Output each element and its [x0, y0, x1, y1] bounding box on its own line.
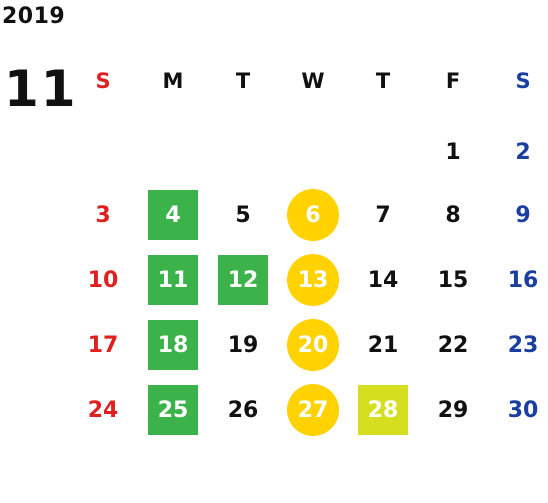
yellow-circle-marker: [287, 319, 339, 371]
day-cell-23[interactable]: 23: [496, 320, 548, 370]
weekday-header-sun: S: [95, 69, 111, 93]
day-number: 4: [165, 202, 181, 228]
day-cell-24[interactable]: 24: [76, 385, 130, 435]
day-number: 3: [95, 202, 111, 228]
day-cell-5[interactable]: 5: [216, 190, 270, 240]
day-number: 18: [157, 332, 189, 358]
day-number: 24: [87, 397, 119, 423]
green-square-marker: [148, 320, 198, 370]
day-cell-2[interactable]: 2: [496, 127, 548, 177]
day-cell-25[interactable]: 25: [146, 385, 200, 435]
day-cell-10[interactable]: 10: [76, 255, 130, 305]
day-cell-21[interactable]: 21: [356, 320, 410, 370]
day-cell-15[interactable]: 15: [426, 255, 480, 305]
weekday-header-thu: T: [375, 69, 391, 93]
weekday-header-tue: T: [235, 69, 251, 93]
day-number: 29: [437, 397, 469, 423]
day-number: 8: [445, 202, 461, 228]
day-cell-20[interactable]: 20: [286, 319, 340, 371]
day-number: 12: [227, 267, 259, 293]
day-number: 6: [305, 202, 321, 228]
day-cell-6[interactable]: 6: [286, 189, 340, 241]
day-cell-18[interactable]: 18: [146, 320, 200, 370]
day-cell-16[interactable]: 16: [496, 255, 548, 305]
day-cell-8[interactable]: 8: [426, 190, 480, 240]
green-square-marker: [218, 255, 268, 305]
day-number: 7: [375, 202, 391, 228]
day-number: 9: [515, 202, 531, 228]
month-label: 11: [4, 60, 78, 118]
day-cell-27[interactable]: 27: [286, 384, 340, 436]
day-number: 21: [367, 332, 399, 358]
day-cell-30[interactable]: 30: [496, 385, 548, 435]
day-cell-28[interactable]: 28: [356, 385, 410, 435]
day-number: 1: [445, 139, 461, 165]
year-label: 2019: [2, 4, 66, 29]
day-number: 2: [515, 139, 531, 165]
day-number: 28: [367, 397, 399, 423]
day-number: 14: [367, 267, 399, 293]
day-cell-3[interactable]: 3: [76, 190, 130, 240]
day-number: 30: [507, 397, 539, 423]
day-cell-29[interactable]: 29: [426, 385, 480, 435]
green-square-marker: [148, 190, 198, 240]
green-square-marker: [148, 385, 198, 435]
day-number: 22: [437, 332, 469, 358]
day-number: 5: [235, 202, 251, 228]
day-cell-26[interactable]: 26: [216, 385, 270, 435]
weekday-header-fri: F: [445, 69, 461, 93]
day-cell-19[interactable]: 19: [216, 320, 270, 370]
day-number: 25: [157, 397, 189, 423]
day-cell-12[interactable]: 12: [216, 255, 270, 305]
day-number: 10: [87, 267, 119, 293]
day-cell-7[interactable]: 7: [356, 190, 410, 240]
day-number: 27: [297, 397, 329, 423]
day-cell-22[interactable]: 22: [426, 320, 480, 370]
weekday-header-sat: S: [515, 69, 531, 93]
weekday-header-wed: W: [301, 69, 325, 93]
day-number: 20: [297, 332, 329, 358]
day-cell-11[interactable]: 11: [146, 255, 200, 305]
lime-square-marker: [358, 385, 408, 435]
green-square-marker: [148, 255, 198, 305]
yellow-circle-marker: [287, 189, 339, 241]
day-cell-14[interactable]: 14: [356, 255, 410, 305]
day-number: 17: [87, 332, 119, 358]
day-cell-9[interactable]: 9: [496, 190, 548, 240]
day-number: 19: [227, 332, 259, 358]
day-number: 11: [157, 267, 189, 293]
day-cell-1[interactable]: 1: [426, 127, 480, 177]
day-number: 23: [507, 332, 539, 358]
weekday-header-mon: M: [162, 69, 184, 93]
day-cell-13[interactable]: 13: [286, 254, 340, 306]
day-cell-17[interactable]: 17: [76, 320, 130, 370]
yellow-circle-marker: [287, 384, 339, 436]
day-number: 15: [437, 267, 469, 293]
day-number: 13: [297, 267, 329, 293]
day-number: 26: [227, 397, 259, 423]
day-number: 16: [507, 267, 539, 293]
day-cell-4[interactable]: 4: [146, 190, 200, 240]
yellow-circle-marker: [287, 254, 339, 306]
